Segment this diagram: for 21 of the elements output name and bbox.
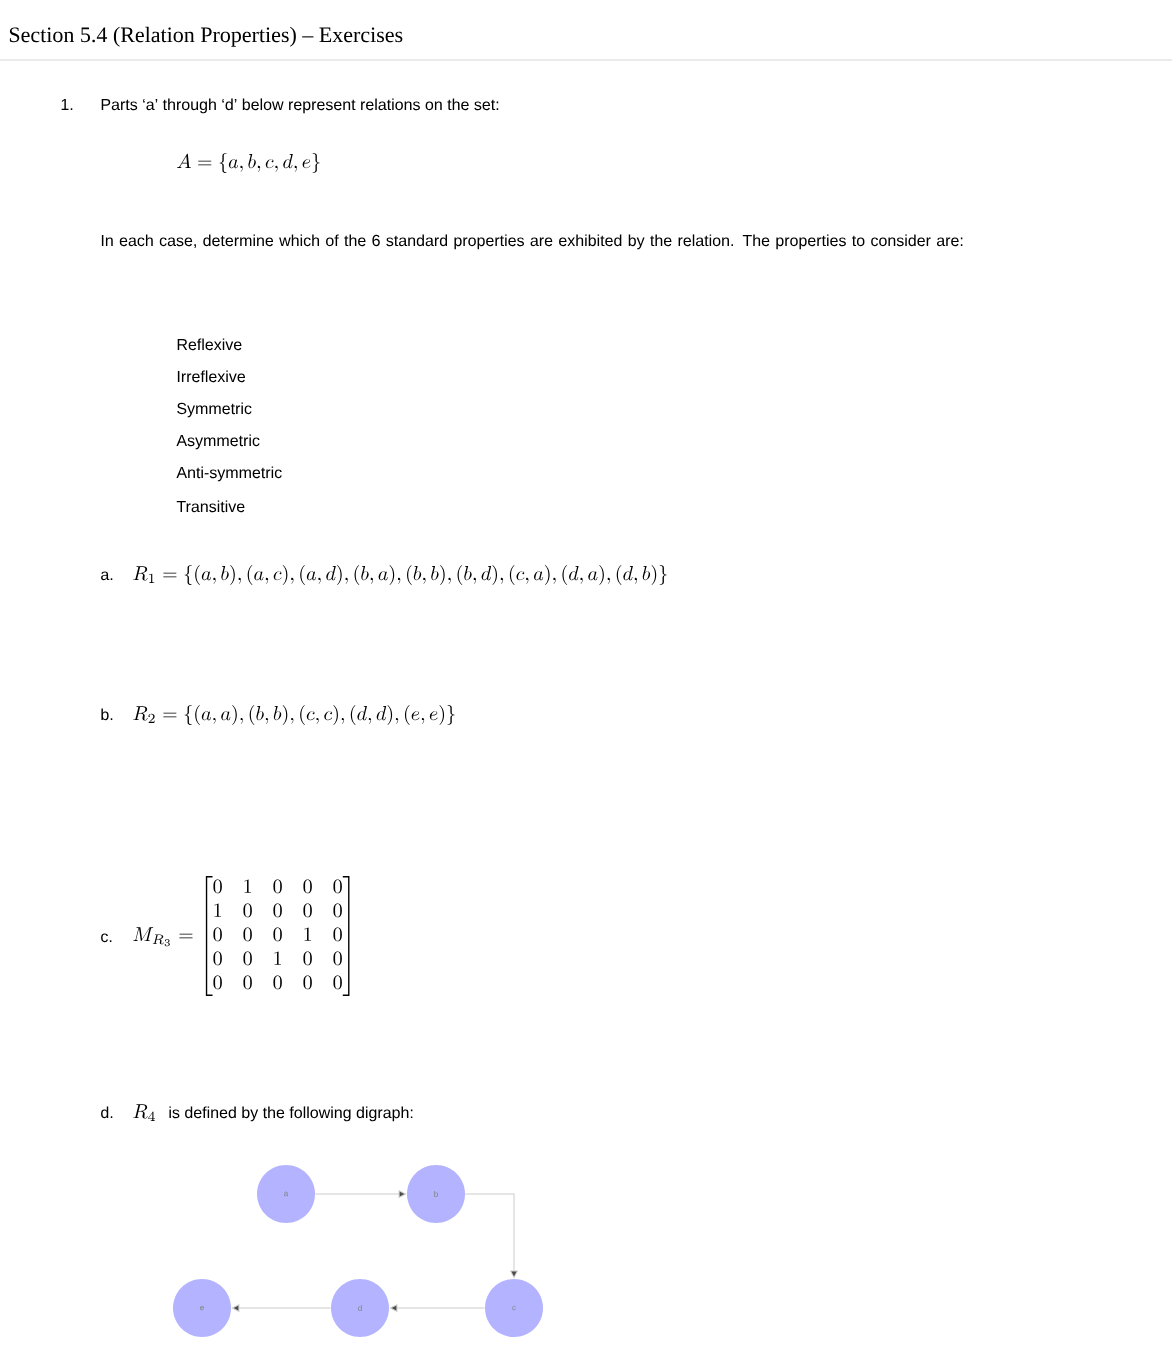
item-label: b. xyxy=(101,708,113,721)
property-list-item: Asymmetric xyxy=(176,434,260,450)
item-label: c. xyxy=(101,933,112,943)
item-label: d. xyxy=(101,1106,113,1119)
instruction-text: is defined by the following digraph: xyxy=(169,1106,413,1122)
property-list-item: Transitive xyxy=(176,500,245,513)
section-title: Section 5.4 (Relation Properties) – Exercises xyxy=(9,26,403,47)
property-list-item: Reflexive xyxy=(177,338,242,351)
matrix-formula: $M_{R_3}=\begin{bmatrix}0&1&0&0&0\\1&0&0&0&0\\0&0&0&1&0\\0&0&1&0&0\\0&0&0&0&0\end{bmatrix}$ xyxy=(133,876,350,996)
property-list-item: Anti-symmetric xyxy=(176,466,282,482)
property-list-item: Irreflexive xyxy=(177,370,246,383)
instruction-text: Parts ‘a’ through ‘d’ below represent relations on the set: xyxy=(101,98,499,114)
property-list-item: Symmetric xyxy=(177,402,252,418)
instruction-text: In each case, determine which of the 6 standard properties are exhibited by the relation. The properties to consider are: xyxy=(101,234,963,250)
relation-formula: $R_2=\{(a,a),(b,b),(c,c),(d,d),(e,e)\}$ xyxy=(133,705,455,726)
relation-name-formula: $R_4$ xyxy=(133,1104,155,1121)
item-number: 1. xyxy=(61,99,73,110)
item-label: a. xyxy=(101,571,113,581)
relation-formula: $R_1=\{(a,b),(a,c),(a,d),(b,a),(b,b),(b,d),(c,a),(d,a),(d,b)\}$ xyxy=(133,565,667,585)
set-formula: $A=\{a,b,c,d,e\}$ xyxy=(177,152,320,173)
arrow xyxy=(464,1193,518,1278)
